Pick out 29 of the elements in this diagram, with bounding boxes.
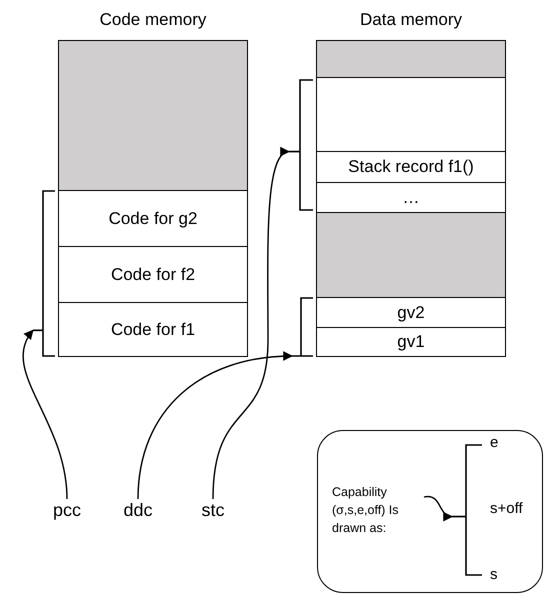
bracket-end-label: s: [490, 566, 498, 583]
bracket-end-label: e: [490, 434, 498, 451]
memory-block: gv1: [316, 327, 506, 357]
capability-bracket: [289, 79, 313, 211]
capability-bracket: [452, 444, 482, 576]
memory-block: …: [316, 182, 506, 213]
curved-arrow: [212, 150, 290, 500]
unused-memory-block: [316, 212, 506, 298]
curved-arrow: [22, 329, 68, 500]
memory-block: Stack record f1(): [316, 151, 506, 183]
unused-memory-block: [58, 40, 248, 191]
column-heading: Code memory: [98, 9, 208, 31]
column-heading: Data memory: [358, 9, 464, 31]
pointer-label: stc: [195, 500, 231, 526]
pointer-label: ddc: [117, 500, 159, 526]
memory-block: Code for f1: [58, 302, 248, 357]
curved-arrow: [137, 352, 293, 500]
bracket-end-label: s+off: [490, 500, 523, 517]
capability-bracket: [33, 190, 55, 357]
memory-block: Code for f2: [58, 246, 248, 303]
memory-block: [316, 77, 506, 152]
key-text: Capability (σ,s,e,off) Is drawn as:: [332, 483, 422, 539]
curved-arrow: [424, 496, 453, 520]
memory-block: Code for g2: [58, 190, 248, 247]
capability-key-panel: [317, 430, 543, 593]
unused-memory-block: [316, 40, 506, 78]
pointer-label: pcc: [47, 500, 87, 526]
capability-bracket: [292, 297, 313, 357]
memory-block: gv2: [316, 297, 506, 328]
